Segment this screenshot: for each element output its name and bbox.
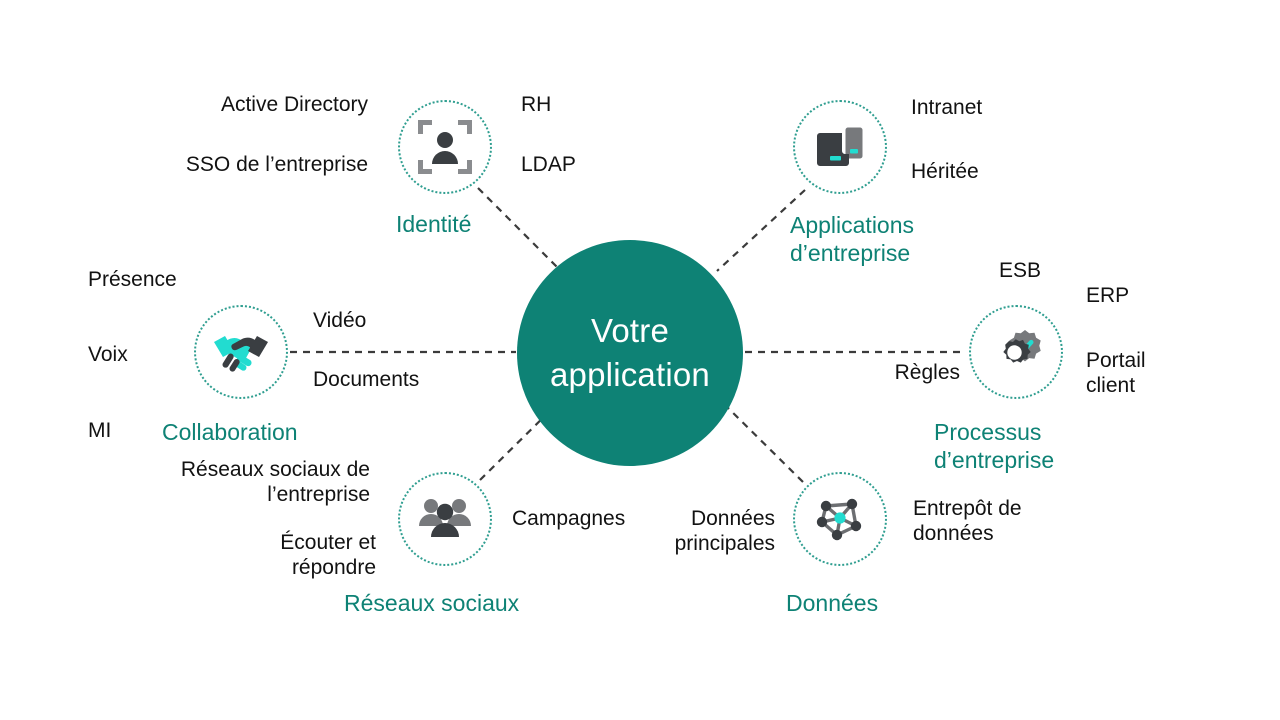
item-rh: RH: [521, 93, 552, 116]
item-video: Vidéo: [313, 309, 367, 332]
node-circle-reseaux-sociaux[interactable]: [398, 472, 492, 566]
item-reseaux-sociaux-entreprise: Réseaux sociaux de l’entreprise: [180, 458, 370, 507]
devices-icon: [817, 126, 864, 166]
handshake-icon: [214, 336, 268, 372]
item-ecouter-repondre: Écouter et répondre: [280, 531, 376, 580]
node-circle-identite[interactable]: [398, 100, 492, 194]
category-label-collaboration: Collaboration: [162, 419, 298, 445]
category-label-identite: Identité: [396, 211, 472, 237]
item-presence: Présence: [88, 268, 177, 291]
category-label-processus-entreprise: Processus d’entreprise: [934, 419, 1055, 474]
item-intranet: Intranet: [911, 96, 983, 119]
item-ldap: LDAP: [521, 153, 576, 176]
category-label-reseaux-sociaux: Réseaux sociaux: [344, 590, 520, 616]
item-esb: ESB: [998, 259, 1042, 282]
hub-circle: Votre application: [517, 240, 743, 466]
node-circle-applications-entreprise[interactable]: [793, 100, 887, 194]
node-circle-donnees[interactable]: [793, 472, 887, 566]
item-campagnes: Campagnes: [512, 507, 626, 530]
item-heritee: Héritée: [911, 160, 979, 183]
item-erp: ERP: [1086, 284, 1130, 307]
person-focus-icon: [418, 120, 472, 174]
item-mi: MI: [88, 419, 112, 442]
item-documents: Documents: [313, 368, 420, 391]
hub-label: Votre application: [550, 312, 710, 393]
item-donnees-principales: Données principales: [674, 507, 775, 556]
item-entrepot-donnees: Entrepôt de données: [913, 497, 1022, 546]
network-graph-icon: [816, 498, 862, 541]
item-portail-client: Portail client: [1086, 349, 1146, 398]
category-label-applications-entreprise: Applications d’entreprise: [790, 212, 915, 267]
gear-check-icon: [1003, 330, 1041, 363]
connector-donnees: [719, 399, 804, 483]
connector-identite: [477, 187, 561, 271]
category-label-donnees: Données: [786, 590, 879, 616]
item-sso-entreprise: SSO de l’entreprise: [185, 153, 368, 176]
item-active-directory: Active Directory: [220, 93, 368, 116]
item-regles: Règles: [894, 361, 960, 384]
node-circle-collaboration[interactable]: [194, 305, 288, 399]
people-group-icon: [419, 499, 471, 537]
node-circle-processus-entreprise[interactable]: [969, 305, 1063, 399]
item-voix: Voix: [88, 343, 128, 366]
